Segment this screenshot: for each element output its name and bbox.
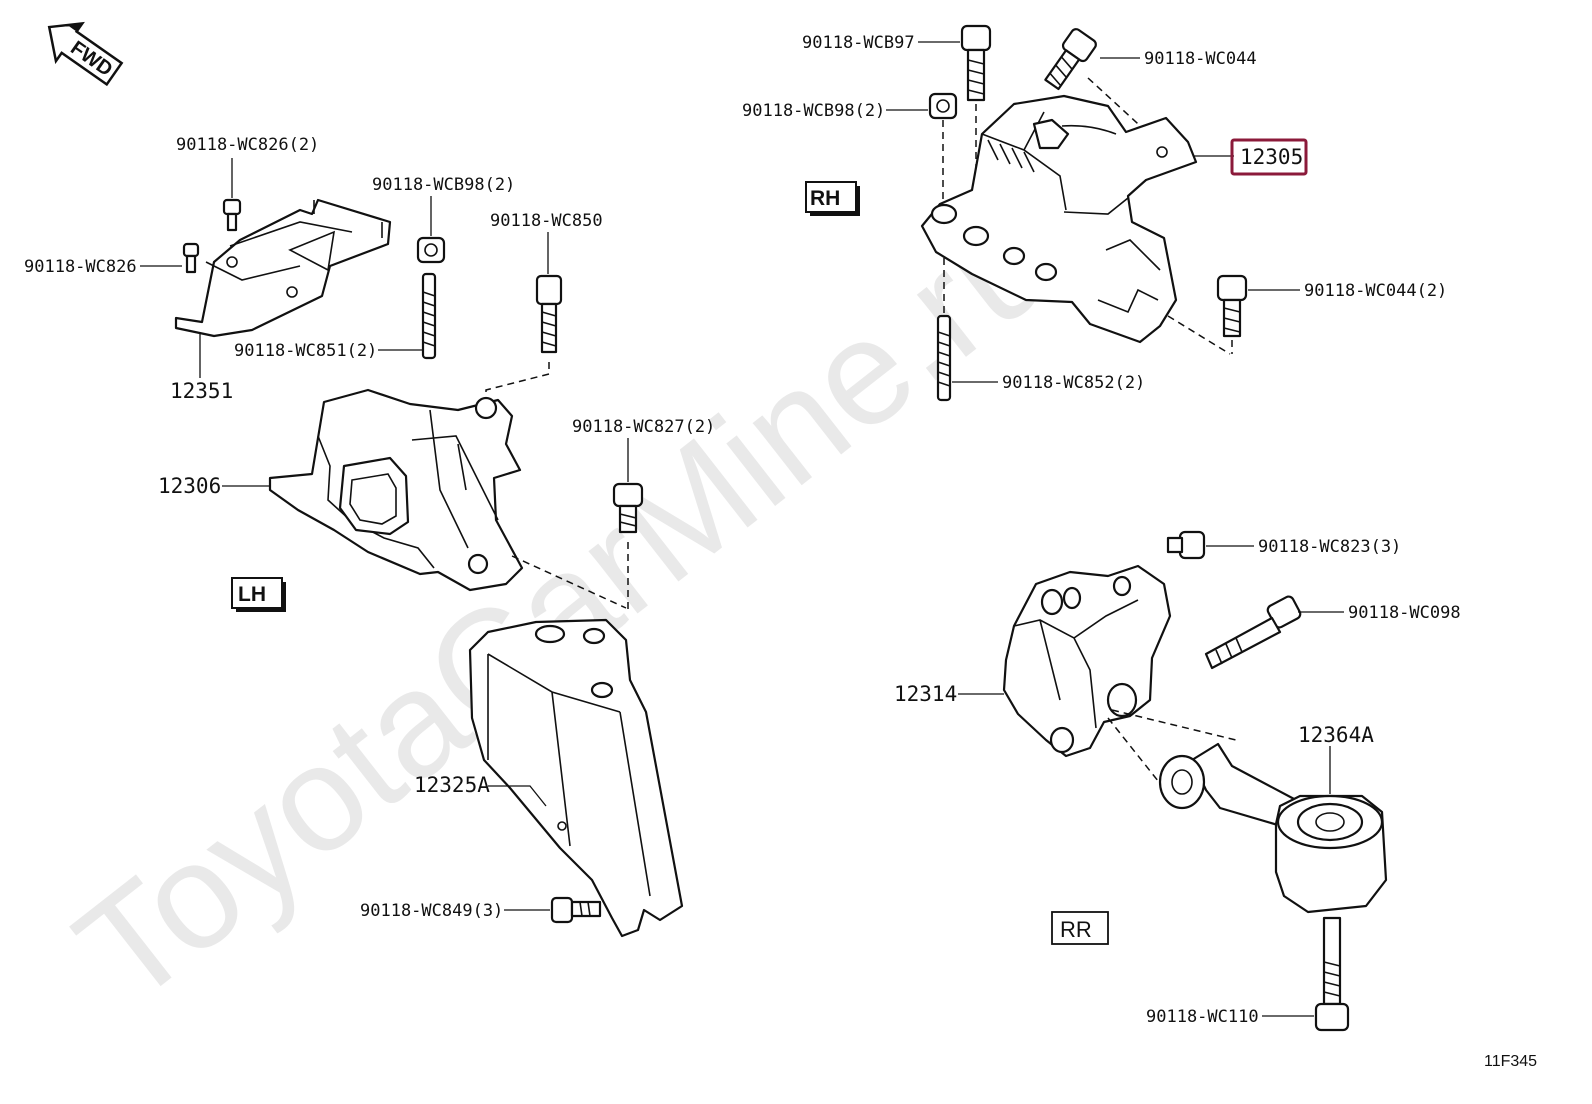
bolt-wc827-icon (612, 482, 644, 534)
callout-90118-wc826-2: 90118-WC826(2) (176, 135, 319, 155)
callout-90118-wc044: 90118-WC044 (1144, 49, 1257, 69)
bolt-wc823-icon (1166, 530, 1206, 560)
mount-12305 (920, 94, 1198, 344)
group-tag-lh-label: LH (238, 583, 266, 606)
callout-12306: 12306 (158, 474, 221, 498)
callout-90118-wc850: 90118-WC850 (490, 211, 603, 231)
bolt-wc110-icon (1314, 916, 1350, 1032)
callout-90118-wc823-3: 90118-WC823(3) (1258, 537, 1401, 557)
bolt-wc044-icon (1044, 28, 1097, 91)
callout-12305: 12305 (1240, 145, 1303, 169)
callout-12351: 12351 (170, 379, 233, 403)
callout-90118-wc826: 90118-WC826 (24, 257, 137, 277)
group-tag-rh-label: RH (810, 187, 840, 210)
bracket-12314 (1002, 564, 1172, 758)
group-tag-rr-label: RR (1060, 917, 1092, 942)
callout-90118-wc098: 90118-WC098 (1348, 603, 1461, 623)
group-tag-rr: RR (1051, 911, 1109, 945)
group-tag-lh: LH (231, 577, 286, 612)
stud-wc851-icon (421, 272, 437, 360)
bolt-wc826-icon (182, 242, 200, 274)
bolt-wc826-2-icon (222, 198, 242, 232)
callout-90118-wc044-2: 90118-WC044(2) (1304, 281, 1447, 301)
bolt-wc044-2-icon (1216, 274, 1248, 338)
bolt-wcb97-icon (960, 24, 992, 102)
rod-12364a (1158, 742, 1388, 914)
callout-90118-wcb97: 90118-WCB97 (802, 33, 915, 53)
bolt-wc849-icon (550, 896, 602, 924)
diagram-code: 11F345 (1484, 1053, 1537, 1070)
nut-wcb98-lh-icon (416, 236, 446, 264)
bolt-wc098-icon (1204, 595, 1302, 670)
callout-12314: 12314 (894, 682, 957, 706)
callout-90118-wc849-3: 90118-WC849(3) (360, 901, 503, 921)
group-tag-rh: RH (805, 181, 860, 216)
callout-90118-wcb98-2-lh: 90118-WCB98(2) (372, 175, 515, 195)
callout-12325a: 12325A (414, 773, 490, 797)
bolt-wc850-icon (535, 274, 563, 354)
callout-90118-wcb98-2-rh: 90118-WCB98(2) (742, 101, 885, 121)
nut-wcb98-rh-icon (928, 92, 958, 120)
stud-wc852-icon (936, 314, 952, 402)
callout-90118-wc852-2: 90118-WC852(2) (1002, 373, 1145, 393)
mount-12306 (268, 388, 524, 592)
callout-12364a: 12364A (1298, 723, 1374, 747)
callout-90118-wc851-2: 90118-WC851(2) (234, 341, 377, 361)
bracket-12351 (174, 198, 392, 338)
callout-90118-wc827-2: 90118-WC827(2) (572, 417, 715, 437)
callout-90118-wc110: 90118-WC110 (1146, 1007, 1259, 1027)
fwd-arrow-icon: FWD (47, 21, 124, 87)
bracket-12325a (468, 618, 684, 938)
highlight-box-12305 (1230, 138, 1308, 176)
